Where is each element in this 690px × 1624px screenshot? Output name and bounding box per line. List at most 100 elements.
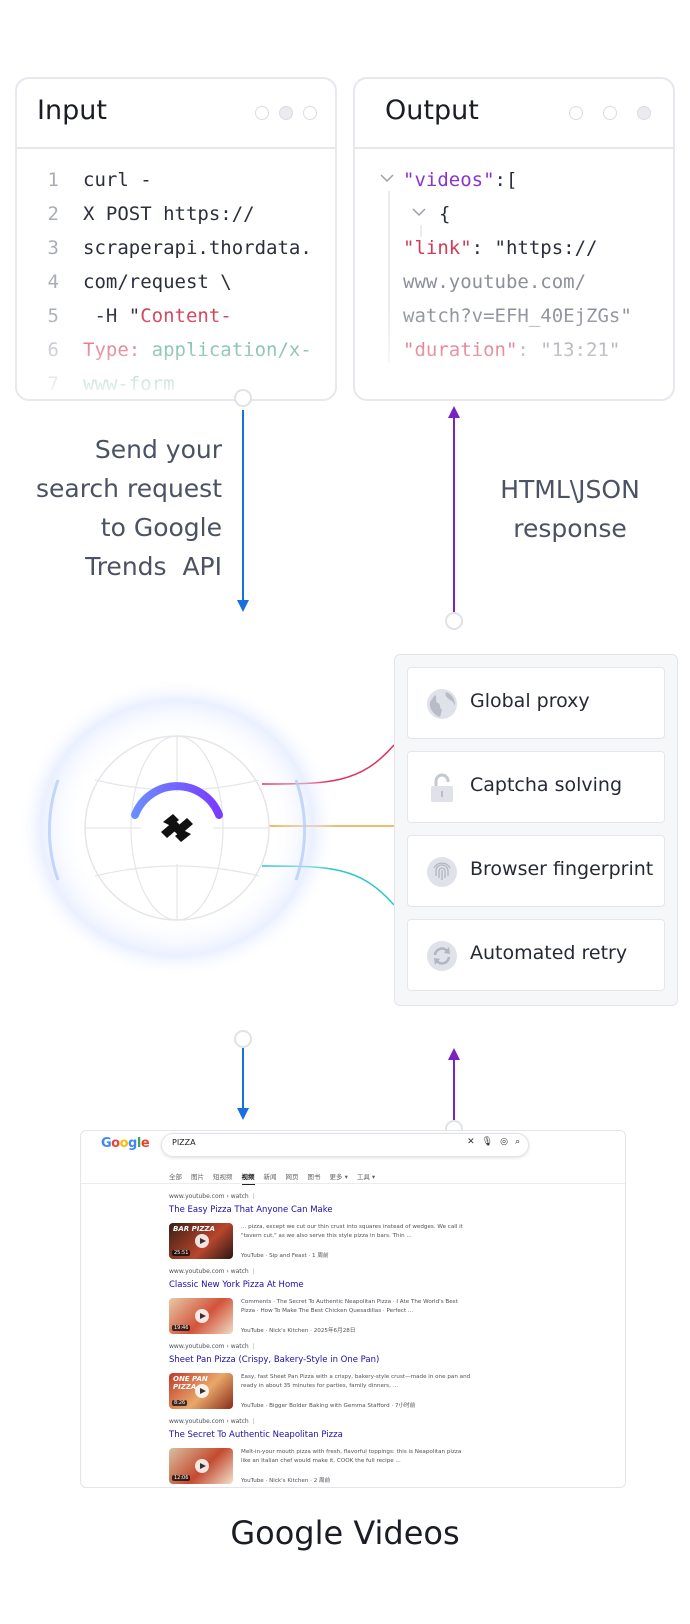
chevron-down-icon bbox=[380, 174, 394, 183]
result-title[interactable]: The Secret To Authentic Neapolitan Pizza bbox=[169, 1430, 343, 1440]
result-title[interactable]: Classic New York Pizza At Home bbox=[169, 1280, 304, 1290]
result-url[interactable]: www.youtube.com › watch ⋮ bbox=[169, 1268, 257, 1275]
search-query: PIZZA bbox=[172, 1138, 196, 1147]
result-description: ... pizza, except we cut our thin crust … bbox=[241, 1224, 463, 1239]
fingerprint-icon bbox=[427, 857, 457, 887]
feature-automated-retry: Automated retry bbox=[407, 919, 665, 991]
padlock-icon bbox=[431, 773, 453, 802]
code-token: { bbox=[439, 203, 451, 225]
tab-item[interactable]: 短视频 bbox=[213, 1173, 233, 1181]
code-token: : "https:// bbox=[471, 237, 598, 259]
tab-item[interactable]: 图片 bbox=[191, 1173, 204, 1181]
code-token: "link" bbox=[403, 237, 472, 259]
input-card-header: Input bbox=[17, 79, 335, 149]
close-icon[interactable]: ✕ bbox=[467, 1137, 475, 1147]
connector-node bbox=[445, 612, 463, 630]
code-token: com/request \ bbox=[83, 271, 232, 293]
feature-label: Automated retry bbox=[470, 942, 628, 964]
line-number: 4 bbox=[47, 271, 59, 293]
video-result[interactable]: www.youtube.com › watch ⋮ The Secret To A… bbox=[169, 1418, 469, 1484]
response-caption: HTML\JSON response bbox=[480, 470, 660, 548]
line-number: 2 bbox=[47, 203, 59, 225]
scraper-logo-icon bbox=[161, 814, 193, 842]
tab-item[interactable]: 网页 bbox=[285, 1173, 299, 1181]
play-icon bbox=[195, 1309, 209, 1323]
code-token: www.youtube.com/ bbox=[403, 271, 587, 293]
window-dots bbox=[255, 106, 317, 120]
play-icon bbox=[195, 1384, 209, 1398]
code-token: :[ bbox=[494, 169, 518, 191]
result-url[interactable]: www.youtube.com › watch ⋮ bbox=[169, 1418, 257, 1425]
bottom-title: Google Videos bbox=[230, 1514, 460, 1552]
output-card-title: Output bbox=[385, 95, 479, 126]
video-result[interactable]: www.youtube.com › watch ⋮ Classic New Yor… bbox=[169, 1268, 469, 1334]
video-duration: 19:46 bbox=[172, 1325, 191, 1331]
tab-item[interactable]: 工具 ▾ bbox=[356, 1173, 376, 1181]
feature-label: Captcha solving bbox=[470, 774, 623, 796]
caption-line: Trends API bbox=[85, 552, 222, 581]
code-line: "videos":[ bbox=[355, 163, 673, 197]
connector-node bbox=[234, 389, 252, 407]
code-line: 4 com/request \ bbox=[17, 265, 335, 299]
globe-icon bbox=[427, 689, 457, 719]
arrow-up-icon bbox=[448, 1048, 460, 1060]
output-card-header: Output bbox=[355, 79, 673, 149]
result-url[interactable]: www.youtube.com › watch ⋮ bbox=[169, 1343, 257, 1350]
result-url[interactable]: www.youtube.com › watch ⋮ bbox=[169, 1193, 257, 1200]
google-results-window: Google PIZZA ✕ 🎙 ◎ ⌕ 全部图片短视频视频新闻网页图书更多 ▾… bbox=[80, 1130, 626, 1488]
result-meta: YouTube · Nick's Kitchen · 2 周前 bbox=[241, 1478, 331, 1484]
output-card: Output "videos":[ { "link": "https:// www.y… bbox=[353, 77, 675, 401]
video-result[interactable]: www.youtube.com › watch ⋮ The Easy Pizza … bbox=[169, 1193, 469, 1259]
globe-graphic bbox=[17, 678, 337, 978]
feature-captcha-solving: Captcha solving bbox=[407, 751, 665, 823]
input-card-title: Input bbox=[37, 95, 107, 126]
result-title[interactable]: The Easy Pizza That Anyone Can Make bbox=[169, 1205, 333, 1215]
code-token: curl - bbox=[83, 169, 152, 191]
result-description: Comments · The Secret To Authentic Neapo… bbox=[241, 1299, 458, 1314]
caption-line: to Google bbox=[100, 513, 222, 542]
camera-icon[interactable]: ◎ bbox=[500, 1137, 508, 1147]
tab-item[interactable]: 新闻 bbox=[263, 1173, 277, 1181]
window-dots bbox=[569, 106, 651, 120]
arrow-down-icon bbox=[237, 600, 249, 612]
video-duration: 12:06 bbox=[172, 1475, 191, 1481]
features-panel: Global proxy Captcha solving Browser fin… bbox=[394, 654, 678, 1006]
feature-global-proxy: Global proxy bbox=[407, 667, 665, 739]
tab-item[interactable]: 更多 ▾ bbox=[329, 1173, 348, 1181]
video-result[interactable]: www.youtube.com › watch ⋮ Sheet Pan Pizza… bbox=[169, 1343, 470, 1409]
video-duration: 25:51 bbox=[172, 1250, 191, 1256]
video-thumbnail[interactable]: 19:46 bbox=[169, 1298, 233, 1334]
code-line: { bbox=[355, 197, 673, 231]
caption-line: search request bbox=[35, 474, 222, 503]
google-search-box[interactable]: PIZZA ✕ 🎙 ◎ ⌕ bbox=[161, 1133, 529, 1157]
tab-item[interactable]: 视频 bbox=[241, 1171, 255, 1185]
code-line: 3 scraperapi.thordata. bbox=[17, 231, 335, 265]
microphone-icon[interactable]: 🎙 bbox=[481, 1137, 494, 1147]
line-number: 3 bbox=[47, 237, 59, 259]
code-token: "videos" bbox=[403, 169, 495, 191]
feature-label: Global proxy bbox=[470, 690, 590, 712]
refresh-icon bbox=[427, 941, 457, 971]
result-description: Melt-in-your mouth pizza with fresh, fla… bbox=[241, 1449, 462, 1464]
result-meta: YouTube · Nick's Kitchen · 2025年6月28日 bbox=[241, 1328, 356, 1334]
result-meta: YouTube · Bigger Bolder Baking with Gemm… bbox=[241, 1403, 416, 1409]
chevron-down-icon bbox=[412, 208, 426, 217]
result-description: Easy, fast Sheet Pan Pizza with a crispy… bbox=[241, 1374, 471, 1389]
arrow-down-icon bbox=[237, 1108, 249, 1120]
video-thumbnail[interactable]: 12:06 bbox=[169, 1448, 233, 1484]
code-token: scraperapi.thordata. bbox=[83, 237, 312, 259]
search-icon[interactable]: ⌕ bbox=[514, 1137, 520, 1147]
request-caption: Send your search request to Google Trend… bbox=[36, 430, 222, 586]
feature-browser-fingerprint: Browser fingerprint bbox=[407, 835, 665, 907]
result-title[interactable]: Sheet Pan Pizza (Crispy, Bakery-Style in… bbox=[169, 1355, 380, 1365]
tab-item[interactable]: 全部 bbox=[169, 1173, 182, 1181]
tab-item[interactable]: 图书 bbox=[307, 1173, 321, 1181]
connector-node bbox=[234, 1030, 252, 1048]
play-icon bbox=[195, 1459, 209, 1473]
